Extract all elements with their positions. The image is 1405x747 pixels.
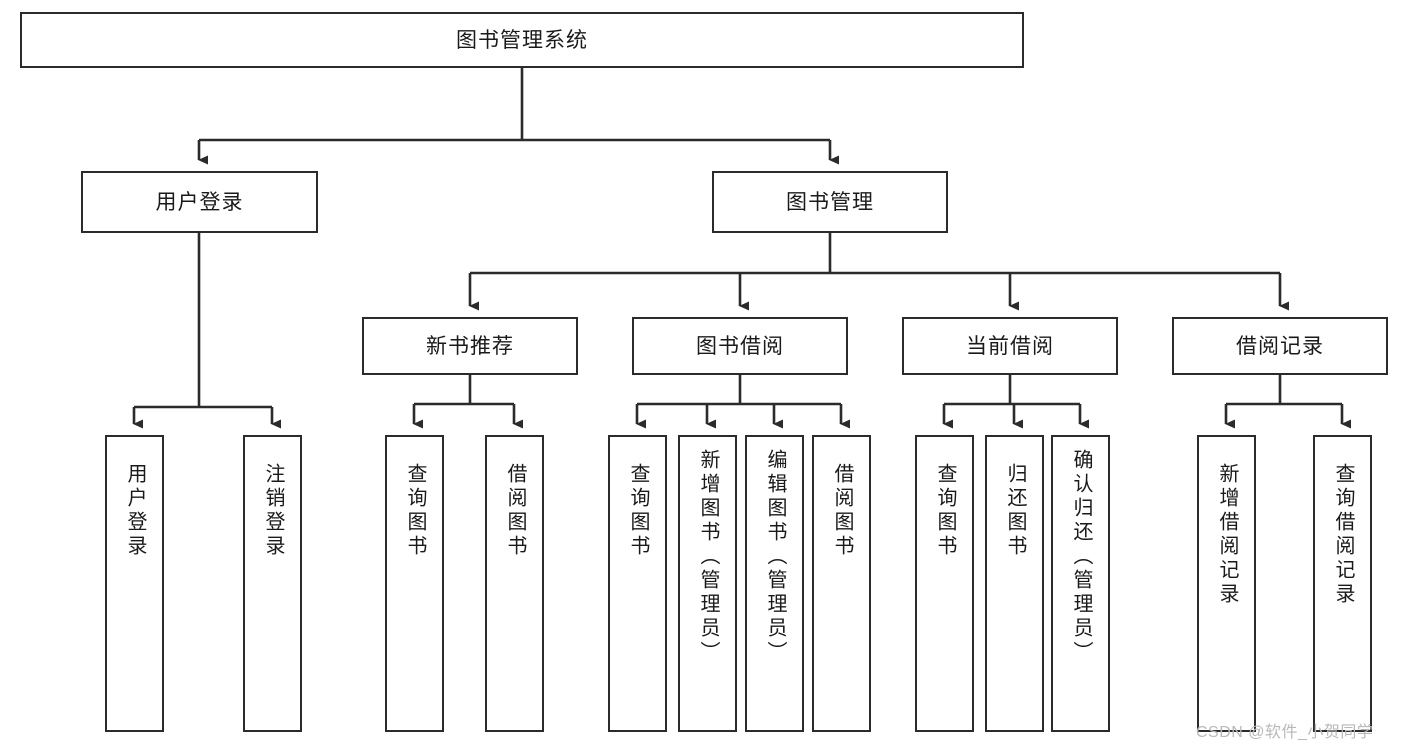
node-borrow-records-label: 借阅记录 (1236, 334, 1324, 358)
leaf-confirm-return-admin[interactable]: 确认归还（管理员） (1051, 435, 1110, 732)
leaf-user-login[interactable]: 用户登录 (105, 435, 164, 732)
leaf-query-books-recommend-label: 查询图书 (404, 463, 426, 559)
leaf-add-book-admin-label: 新增图书（管理员） (697, 449, 719, 665)
leaf-add-borrow-record[interactable]: 新增借阅记录 (1197, 435, 1256, 732)
node-book-management-label: 图书管理 (786, 190, 874, 214)
leaf-query-books-recommend[interactable]: 查询图书 (385, 435, 444, 732)
leaf-query-borrow-record-label: 查询借阅记录 (1332, 463, 1354, 607)
leaf-query-books-current-label: 查询图书 (934, 463, 956, 559)
leaf-logout-label: 注销登录 (262, 463, 284, 559)
leaf-query-books-current[interactable]: 查询图书 (915, 435, 974, 732)
leaf-edit-book-admin-label: 编辑图书（管理员） (764, 449, 786, 665)
leaf-add-borrow-record-label: 新增借阅记录 (1216, 463, 1238, 607)
node-user-login-label: 用户登录 (155, 190, 244, 214)
node-borrow-records[interactable]: 借阅记录 (1172, 317, 1388, 375)
leaf-return-book[interactable]: 归还图书 (985, 435, 1044, 732)
watermark-text: CSDN @软件_小贺同学 (1196, 724, 1374, 741)
leaf-borrow-books-recommend[interactable]: 借阅图书 (485, 435, 544, 732)
leaf-query-borrow-record[interactable]: 查询借阅记录 (1313, 435, 1372, 732)
leaf-confirm-return-admin-label: 确认归还（管理员） (1070, 449, 1092, 665)
leaf-user-login-label: 用户登录 (124, 463, 146, 559)
node-user-login[interactable]: 用户登录 (81, 171, 318, 233)
root-node-label: 图书管理系统 (456, 28, 588, 52)
node-current-borrow[interactable]: 当前借阅 (902, 317, 1118, 375)
leaf-return-book-label: 归还图书 (1004, 463, 1026, 559)
node-current-borrow-label: 当前借阅 (966, 334, 1054, 358)
leaf-query-books-borrow-label: 查询图书 (627, 463, 649, 559)
leaf-borrow-books-recommend-label: 借阅图书 (504, 463, 526, 559)
node-new-book-recommend-label: 新书推荐 (426, 334, 514, 358)
leaf-borrow-book[interactable]: 借阅图书 (812, 435, 871, 732)
root-node[interactable]: 图书管理系统 (20, 12, 1024, 68)
leaf-query-books-borrow[interactable]: 查询图书 (608, 435, 667, 732)
node-book-borrow[interactable]: 图书借阅 (632, 317, 848, 375)
node-book-borrow-label: 图书借阅 (696, 334, 784, 358)
node-book-management[interactable]: 图书管理 (712, 171, 948, 233)
leaf-add-book-admin[interactable]: 新增图书（管理员） (678, 435, 737, 732)
leaf-borrow-book-label: 借阅图书 (831, 463, 853, 559)
leaf-logout[interactable]: 注销登录 (243, 435, 302, 732)
leaf-edit-book-admin[interactable]: 编辑图书（管理员） (745, 435, 804, 732)
node-new-book-recommend[interactable]: 新书推荐 (362, 317, 578, 375)
